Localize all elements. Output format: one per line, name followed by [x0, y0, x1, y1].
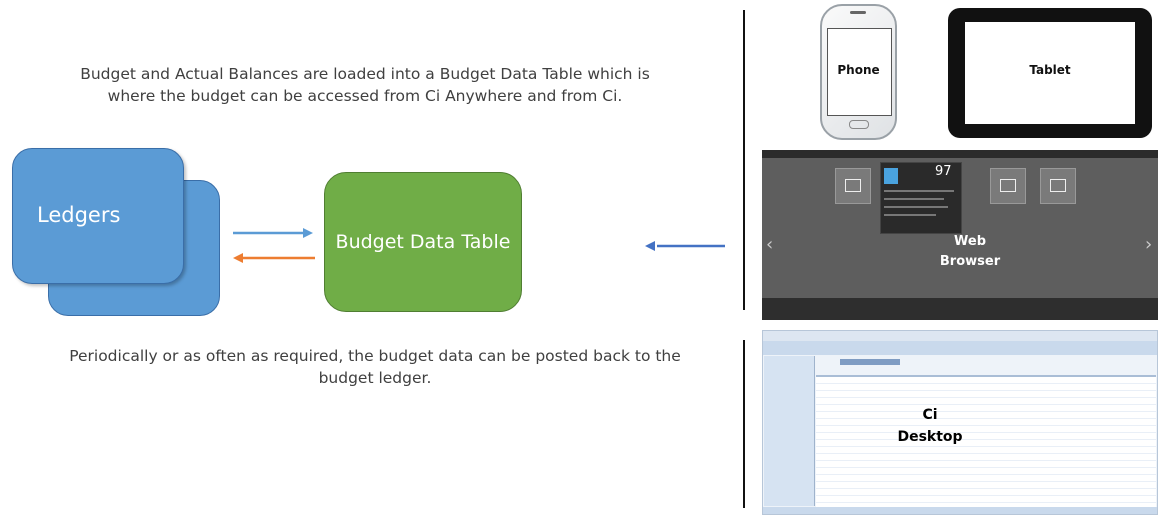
- chevron-left-icon: ‹: [766, 234, 774, 255]
- desktop-menu-bar: [763, 331, 1157, 341]
- budget-data-table-box: Budget Data Table: [324, 172, 522, 312]
- ci-desktop-label-line2: Desktop: [897, 429, 963, 445]
- ledgers-label: Ledgers: [37, 203, 121, 227]
- web-bottom-bar: [762, 298, 1158, 320]
- panel-line: [884, 198, 944, 200]
- arrow-to-budget-table: [233, 228, 313, 238]
- panel-app-icon: [884, 168, 898, 184]
- arrow-to-ledgers: [233, 253, 315, 263]
- phone-screen: [827, 28, 892, 116]
- desktop-ribbon: [763, 341, 1157, 355]
- panel-line: [884, 214, 936, 216]
- divider-top: [743, 10, 745, 310]
- divider-bottom: [743, 340, 745, 508]
- panel-line: [884, 190, 954, 192]
- chevron-right-icon: ›: [1145, 234, 1153, 255]
- tablet-screen: [965, 22, 1135, 124]
- web-tile: [835, 168, 871, 204]
- web-top-bar: [762, 150, 1158, 158]
- phone-speaker: [850, 11, 866, 14]
- web-tile: [1040, 168, 1076, 204]
- phone-home-button: [849, 120, 869, 129]
- phone-label: Phone: [837, 63, 880, 77]
- top-description: Budget and Actual Balances are loaded in…: [80, 65, 650, 105]
- web-browser-label-line1: Web: [954, 234, 986, 249]
- document-icon: [1050, 179, 1066, 192]
- document-icon: [845, 179, 861, 192]
- desktop-status-bar: [763, 507, 1157, 514]
- tablet-label: Tablet: [1029, 63, 1071, 77]
- panel-line: [884, 206, 948, 208]
- ci-desktop-label-line1: Ci: [922, 407, 938, 423]
- desktop-title-bar: [840, 359, 900, 365]
- web-tile: [990, 168, 1026, 204]
- web-browser-label: Web Browser: [930, 232, 1010, 272]
- panel-number: 97: [935, 164, 952, 179]
- ledger-card-front: [12, 148, 184, 284]
- web-browser-label-line2: Browser: [939, 254, 1001, 269]
- desktop-sidebar: [764, 356, 815, 506]
- bottom-description: Periodically or as often as required, th…: [69, 347, 681, 387]
- desktop-data-grid: [816, 375, 1156, 509]
- arrow-from-devices: [645, 241, 725, 251]
- ci-desktop-label: Ci Desktop: [890, 404, 970, 448]
- budget-data-table-label: Budget Data Table: [335, 231, 511, 253]
- arrows-layer: [233, 228, 725, 263]
- document-icon: [1000, 179, 1016, 192]
